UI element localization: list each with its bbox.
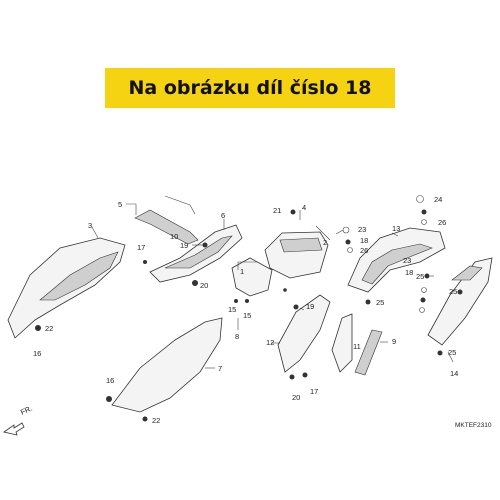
diagram-code: MKTEF2310 bbox=[455, 422, 492, 429]
callout-numbers: 1 2 3 4 5 6 7 8 9 10 11 12 13 14 15 15 1… bbox=[33, 195, 458, 425]
callout-16a: 16 bbox=[33, 349, 41, 358]
callout-26a: 26 bbox=[360, 246, 368, 255]
callout-7: 7 bbox=[218, 364, 222, 373]
callout-15a: 15 bbox=[228, 305, 236, 314]
part-14-right-side-cover bbox=[427, 257, 493, 346]
part-7-lower-side-cover bbox=[111, 317, 223, 413]
callout-20b: 20 bbox=[292, 393, 300, 402]
callout-22b: 22 bbox=[152, 416, 160, 425]
callout-18a: 18 bbox=[360, 236, 368, 245]
callout-25a: 25 bbox=[376, 298, 384, 307]
callout-20a: 20 bbox=[200, 281, 208, 290]
callout-11: 11 bbox=[353, 342, 361, 351]
callout-25d: 25 bbox=[448, 348, 456, 357]
banner-text: Na obrázku díl číslo 18 bbox=[128, 77, 372, 99]
callout-15b: 15 bbox=[243, 311, 251, 320]
callout-16b: 16 bbox=[106, 376, 114, 385]
callout-13: 13 bbox=[392, 224, 400, 233]
part-12-center-panel bbox=[277, 294, 331, 373]
callout-24: 24 bbox=[434, 195, 442, 204]
callout-25b: 25 bbox=[416, 272, 424, 281]
callout-9: 9 bbox=[392, 337, 396, 346]
part-5-rail-strip bbox=[134, 195, 199, 245]
callout-8: 8 bbox=[235, 332, 239, 341]
callout-26b: 26 bbox=[438, 218, 446, 227]
part-6-inner-cover bbox=[149, 224, 243, 283]
fasteners bbox=[35, 195, 463, 422]
leader-lines bbox=[91, 203, 454, 369]
callout-22a: 22 bbox=[45, 324, 53, 333]
callout-6: 6 bbox=[221, 211, 225, 220]
callout-3: 3 bbox=[88, 221, 92, 230]
callout-18b: 18 bbox=[405, 268, 413, 277]
front-direction-label: FR. bbox=[19, 404, 34, 417]
callout-21: 21 bbox=[273, 206, 281, 215]
part-2-top-cover bbox=[264, 225, 331, 279]
callout-12: 12 bbox=[266, 338, 274, 347]
part-11-small-panel bbox=[331, 313, 383, 376]
part-3-left-side-cover bbox=[7, 237, 126, 339]
part-8-bracket bbox=[231, 257, 273, 297]
callout-23a: 23 bbox=[358, 225, 366, 234]
callout-25c: 25 bbox=[449, 287, 457, 296]
part-number-banner: Na obrázku díl číslo 18 bbox=[105, 68, 395, 108]
callout-17a: 17 bbox=[137, 243, 145, 252]
callout-2: 2 bbox=[323, 238, 327, 247]
front-direction-arrow-icon bbox=[3, 422, 25, 436]
callout-1: 1 bbox=[240, 267, 244, 276]
callout-5: 5 bbox=[118, 200, 122, 209]
callout-17b: 17 bbox=[310, 387, 318, 396]
callout-10: 10 bbox=[170, 232, 178, 241]
callout-19a: 19 bbox=[180, 241, 188, 250]
callout-23b: 23 bbox=[403, 256, 411, 265]
part-13-grab-rail bbox=[347, 227, 446, 293]
callout-19b: 19 bbox=[306, 302, 314, 311]
callout-4: 4 bbox=[302, 203, 306, 212]
callout-14: 14 bbox=[450, 369, 458, 378]
